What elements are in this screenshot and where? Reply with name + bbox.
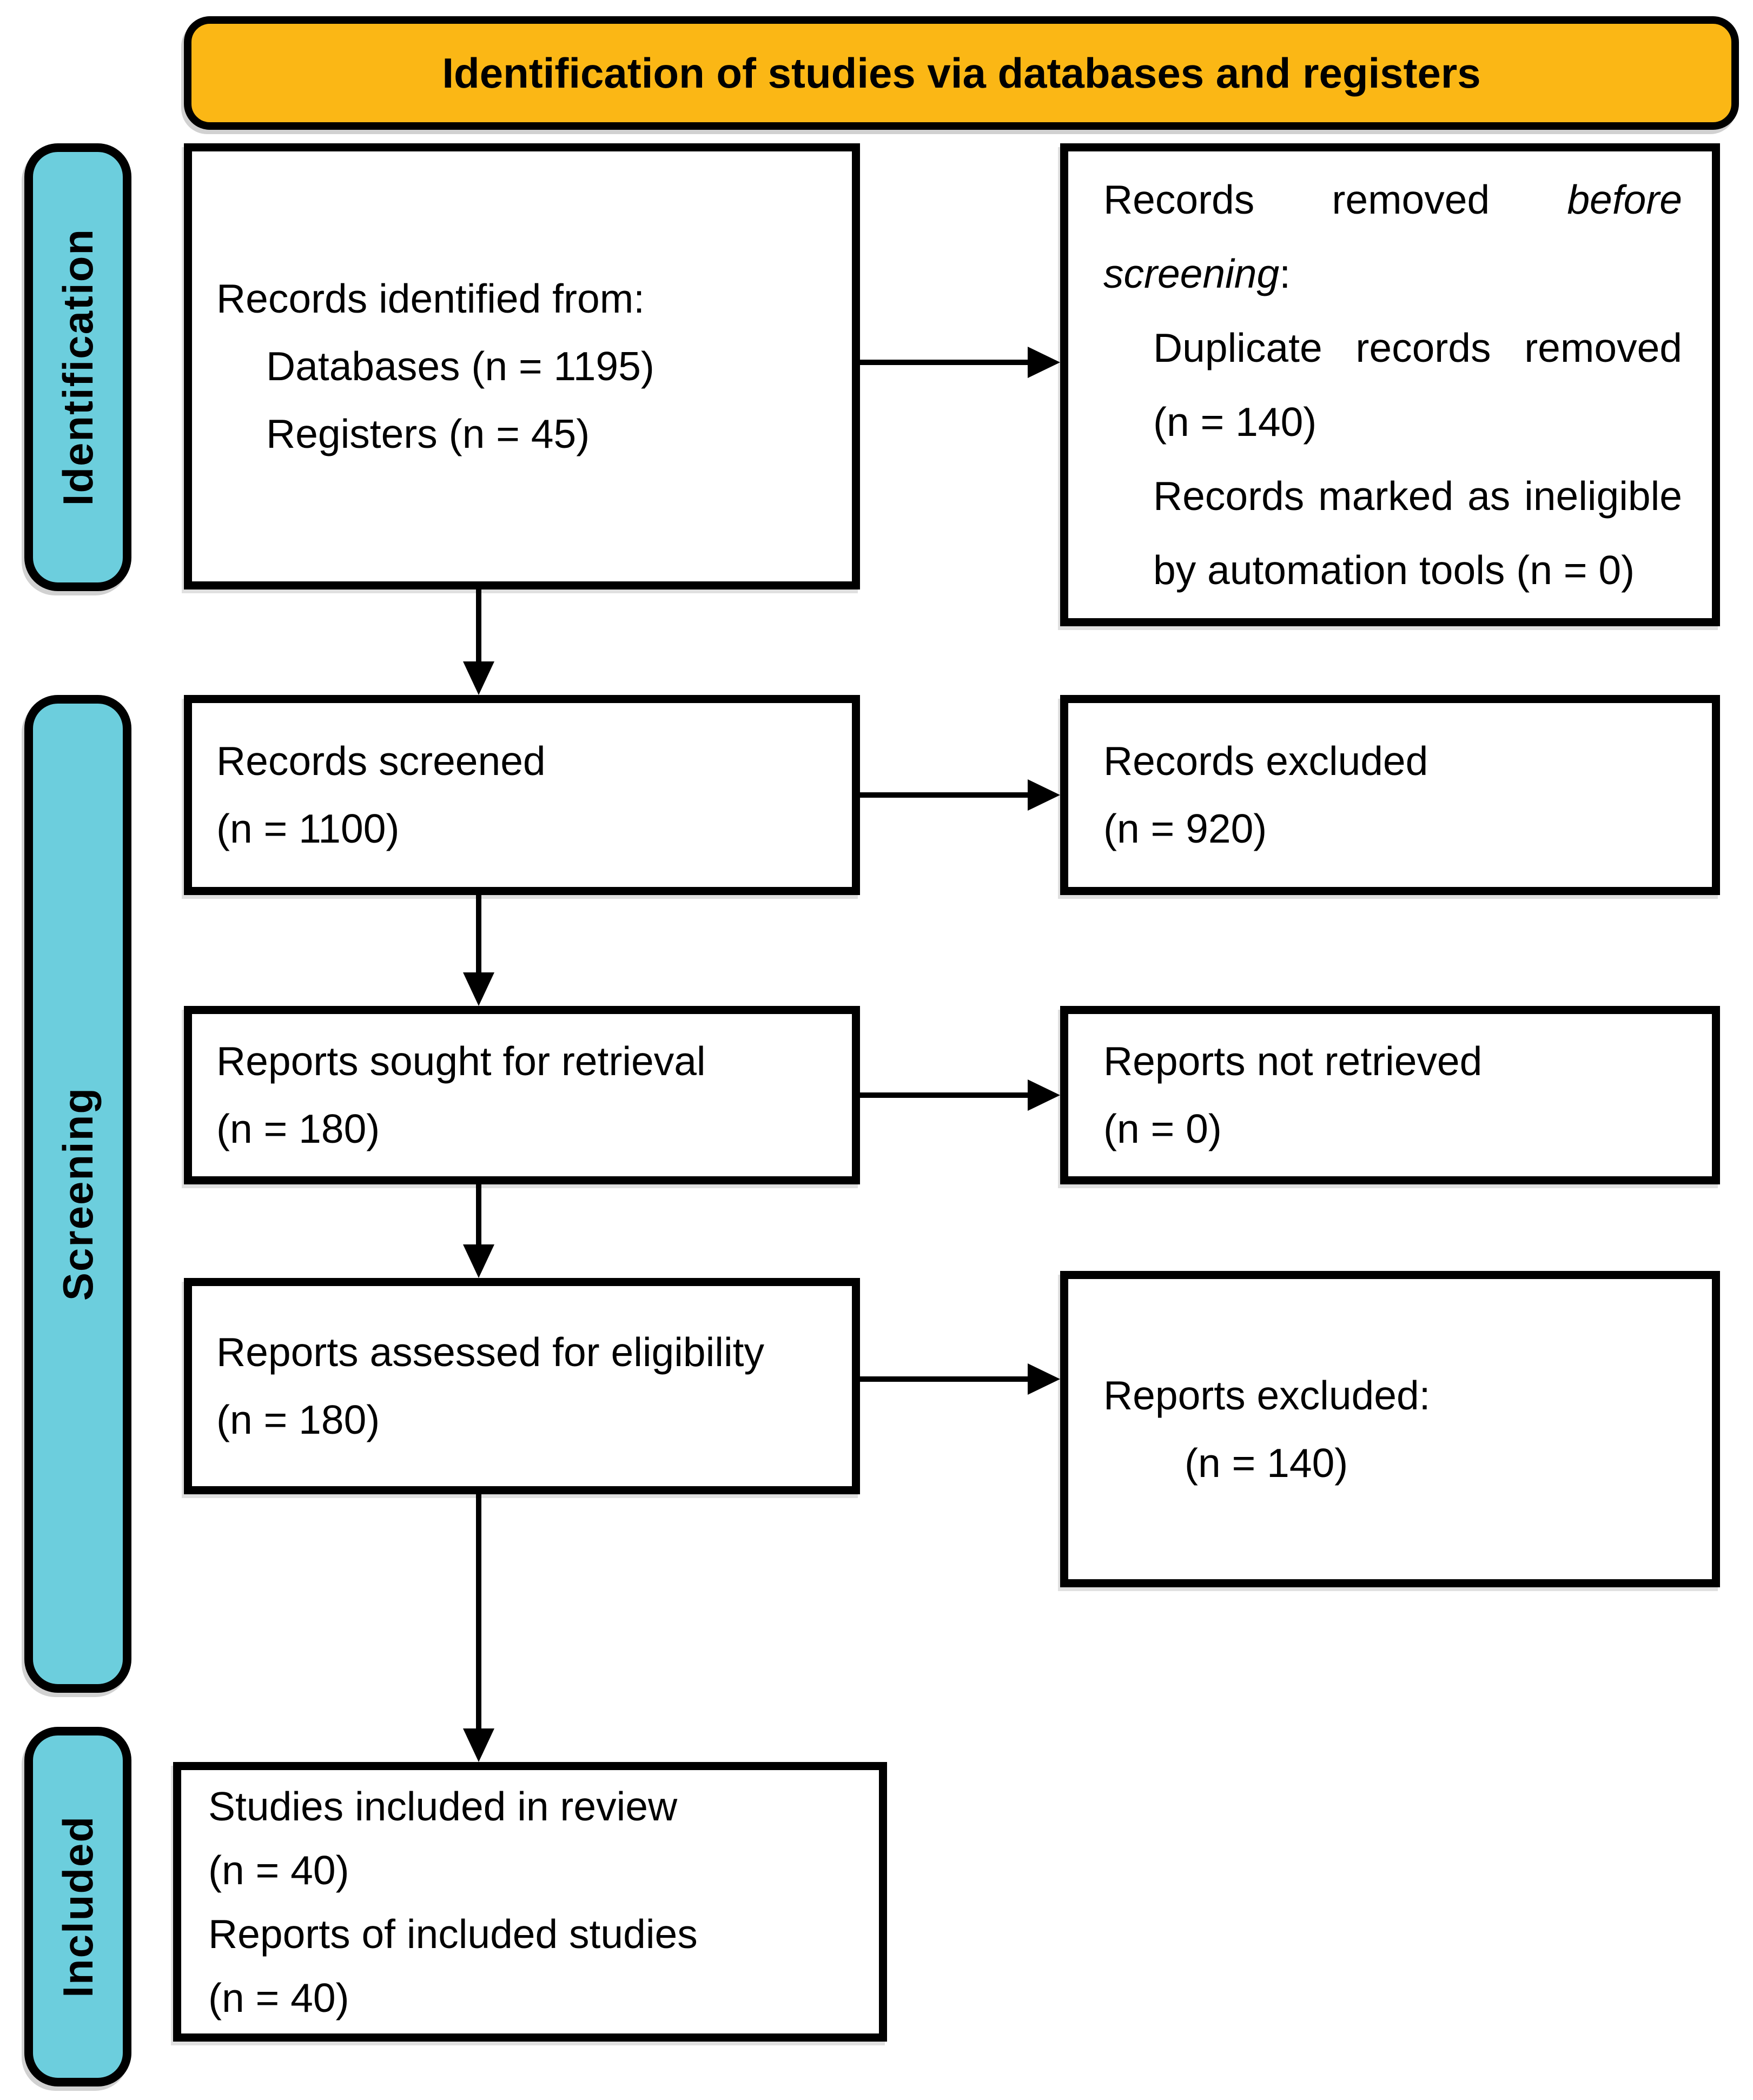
records-removed-line1: Records removed before	[1103, 176, 1682, 222]
records-excluded-count: (n = 920)	[1103, 806, 1267, 851]
records-screened-count: (n = 1100)	[216, 806, 400, 851]
arrow-head	[1028, 347, 1060, 378]
records-identified-intro: Records identified from:	[216, 276, 645, 321]
reports-of-included-label: Reports of included studies	[208, 1911, 698, 1957]
title-banner: Identification of studies via databases …	[184, 16, 1739, 130]
box-reports-assessed: Reports assessed for eligibility (n = 18…	[184, 1278, 860, 1494]
box-records-excluded: Records excluded (n = 920)	[1060, 695, 1720, 895]
arrow-head	[1028, 1363, 1060, 1395]
arrow-head	[463, 661, 494, 695]
arrow-line	[860, 1092, 1030, 1098]
reports-excluded-count: (n = 140)	[1185, 1440, 1348, 1486]
duplicate-records-removed: Duplicate records removed	[1153, 324, 1682, 370]
box-reports-not-retrieved: Reports not retrieved (n = 0)	[1060, 1006, 1720, 1184]
arrow-line	[476, 1494, 481, 1731]
stage-identification-text: Identification	[54, 228, 102, 506]
reports-sought-count: (n = 180)	[216, 1106, 380, 1151]
arrow-head	[463, 1244, 494, 1278]
records-marked-ineligible: Records marked as ineligible	[1153, 473, 1682, 519]
stage-label-identification: Identification	[24, 143, 131, 591]
box-records-removed: Records removed before screening: Duplic…	[1060, 143, 1720, 626]
automation-tools-count: by automation tools (n = 0)	[1153, 547, 1635, 593]
arrow-head	[1028, 1079, 1060, 1111]
studies-included-label: Studies included in review	[208, 1783, 678, 1829]
records-excluded-label: Records excluded	[1103, 738, 1428, 784]
reports-assessed-count: (n = 180)	[216, 1397, 380, 1442]
box-reports-excluded: Reports excluded: (n = 140)	[1060, 1271, 1720, 1587]
reports-sought-label: Reports sought for retrieval	[216, 1038, 706, 1084]
box-records-identified: Records identified from: Databases (n = …	[184, 143, 860, 589]
arrow-line	[860, 792, 1030, 798]
arrow-head	[1028, 779, 1060, 811]
arrow-line	[476, 1184, 481, 1247]
diagram-title: Identification of studies via databases …	[442, 49, 1481, 97]
duplicate-records-count: (n = 140)	[1153, 399, 1317, 445]
records-removed-screening-italic: screening	[1103, 250, 1280, 296]
box-reports-sought: Reports sought for retrieval (n = 180)	[184, 1006, 860, 1184]
reports-of-included-count: (n = 40)	[208, 1975, 349, 2020]
records-identified-registers: Registers (n = 45)	[266, 411, 590, 456]
records-removed-line2: screening:	[1103, 250, 1291, 296]
arrow-line	[860, 360, 1030, 365]
stage-included-text: Included	[54, 1816, 102, 1998]
box-studies-included: Studies included in review (n = 40) Repo…	[173, 1762, 887, 2042]
stage-screening-text: Screening	[54, 1087, 102, 1301]
reports-not-retrieved-label: Reports not retrieved	[1103, 1038, 1483, 1084]
records-screened-label: Records screened	[216, 738, 546, 784]
records-removed-before-italic: before	[1567, 176, 1682, 222]
arrow-head	[463, 972, 494, 1006]
reports-excluded-label: Reports excluded:	[1103, 1372, 1431, 1418]
reports-assessed-label: Reports assessed for eligibility	[216, 1329, 764, 1375]
arrow-line	[860, 1376, 1030, 1382]
arrow-head	[463, 1728, 494, 1762]
stage-label-included: Included	[24, 1727, 131, 2086]
studies-included-count: (n = 40)	[208, 1847, 349, 1893]
arrow-line	[476, 895, 481, 975]
records-identified-databases: Databases (n = 1195)	[266, 343, 654, 389]
stage-label-screening: Screening	[24, 695, 131, 1693]
reports-not-retrieved-count: (n = 0)	[1103, 1106, 1222, 1151]
box-records-screened: Records screened (n = 1100)	[184, 695, 860, 895]
arrow-line	[476, 589, 481, 663]
